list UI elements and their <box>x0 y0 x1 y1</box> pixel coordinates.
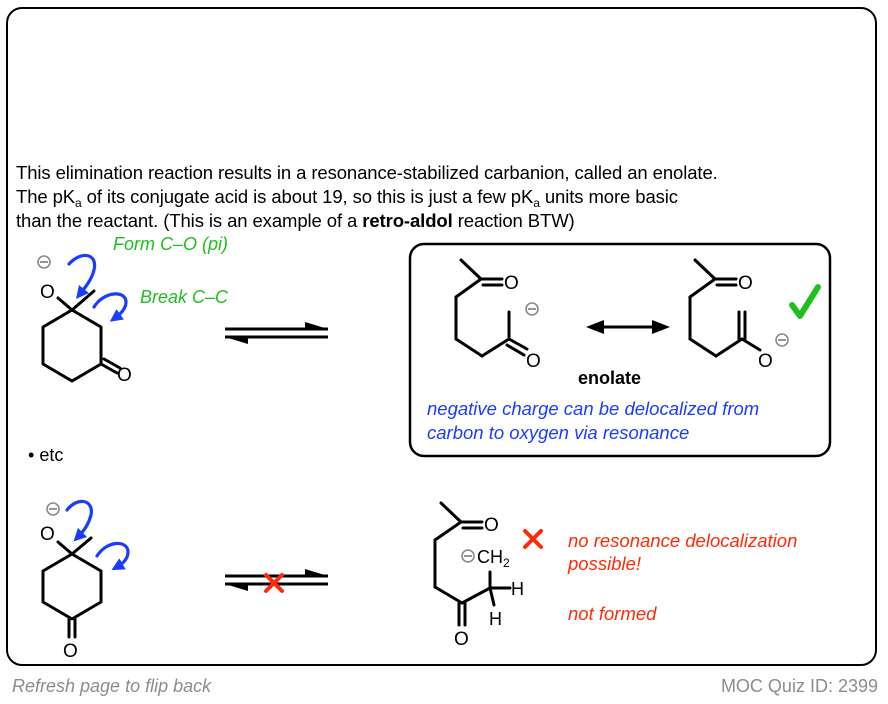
product-2-structure <box>433 501 512 627</box>
negative-charge-icon <box>461 549 475 563</box>
text-span: The pK <box>16 186 76 207</box>
subscript: 2 <box>503 556 510 570</box>
subscript: a <box>533 196 540 210</box>
reactant-2-structure <box>41 536 103 639</box>
blocked-equilibrium-arrow-icon <box>225 569 328 593</box>
ch2-group-label: CH2 <box>477 547 510 570</box>
enolate-label: enolate <box>578 368 641 388</box>
hydrogen-label: H <box>489 609 502 629</box>
curly-arrow-icon <box>67 253 97 299</box>
enolate-box <box>408 242 832 458</box>
oxide-atom-label: O <box>40 524 55 545</box>
bullet-etc: •etc <box>28 445 63 465</box>
ketone-atom-label: O <box>526 351 541 372</box>
no-resonance-note-line-2: possible! <box>567 553 641 574</box>
subscript: a <box>75 196 82 210</box>
retro-aldol-term: retro-aldol <box>362 210 453 231</box>
ketone-atom-label: O <box>454 629 469 650</box>
ketone-atom-label: O <box>484 515 499 536</box>
explanation-text: This elimination reaction results in a r… <box>16 161 876 233</box>
not-formed-note: not formed <box>568 603 657 624</box>
ketone-atom-label: O <box>738 273 753 294</box>
refresh-hint: Refresh page to flip back <box>12 676 212 696</box>
explanation-line-1: This elimination reaction results in a r… <box>16 162 718 183</box>
enolate-oxygen-label: O <box>758 351 773 372</box>
bullet-symbol: • <box>28 445 34 465</box>
resonance-note-line-1: negative charge can be delocalized from <box>427 398 759 419</box>
text-span: than the reactant. (This is an example o… <box>16 210 363 231</box>
explanation-line-3: than the reactant. (This is an example o… <box>16 209 876 233</box>
form-c-o-label: Form C–O (pi) <box>113 234 228 254</box>
curly-arrow-icon <box>65 499 93 542</box>
negative-charge-icon <box>37 255 51 269</box>
curly-arrow-icon <box>95 541 130 571</box>
negative-charge-icon <box>46 502 60 516</box>
enolate-structure-2 <box>688 258 762 358</box>
break-c-c-label: Break C–C <box>140 287 229 307</box>
bullet-text: etc <box>39 445 63 465</box>
text-span: units more basic <box>539 186 678 207</box>
cross-icon <box>523 529 543 549</box>
resonance-arrow-icon <box>586 320 670 334</box>
enolate-structure-1 <box>454 258 529 358</box>
checkmark-icon <box>789 284 821 319</box>
ketone-atom-label: O <box>504 273 519 294</box>
ketone-atom-label: O <box>117 365 132 386</box>
quiz-card[interactable] <box>6 7 877 666</box>
negative-charge-icon <box>775 333 789 347</box>
text-span: of its conjugate acid is about 19, so th… <box>81 186 534 207</box>
ketone-atom-label: O <box>63 641 78 662</box>
equilibrium-arrow-icon <box>225 322 328 344</box>
ch-text: CH <box>477 547 503 567</box>
resonance-note-line-2: carbon to oxygen via resonance <box>427 422 689 443</box>
text-span: reaction BTW) <box>452 210 575 231</box>
oxide-atom-label: O <box>40 282 55 303</box>
quiz-id: MOC Quiz ID: 2399 <box>720 676 878 696</box>
curly-arrow-icon <box>92 292 128 322</box>
reactant-1-structure <box>41 289 122 383</box>
no-resonance-note-line-1: no resonance delocalization <box>568 530 797 551</box>
hydrogen-label: H <box>511 579 524 599</box>
explanation-line-2: The pKa of its conjugate acid is about 1… <box>16 185 876 209</box>
negative-charge-icon <box>525 302 539 316</box>
